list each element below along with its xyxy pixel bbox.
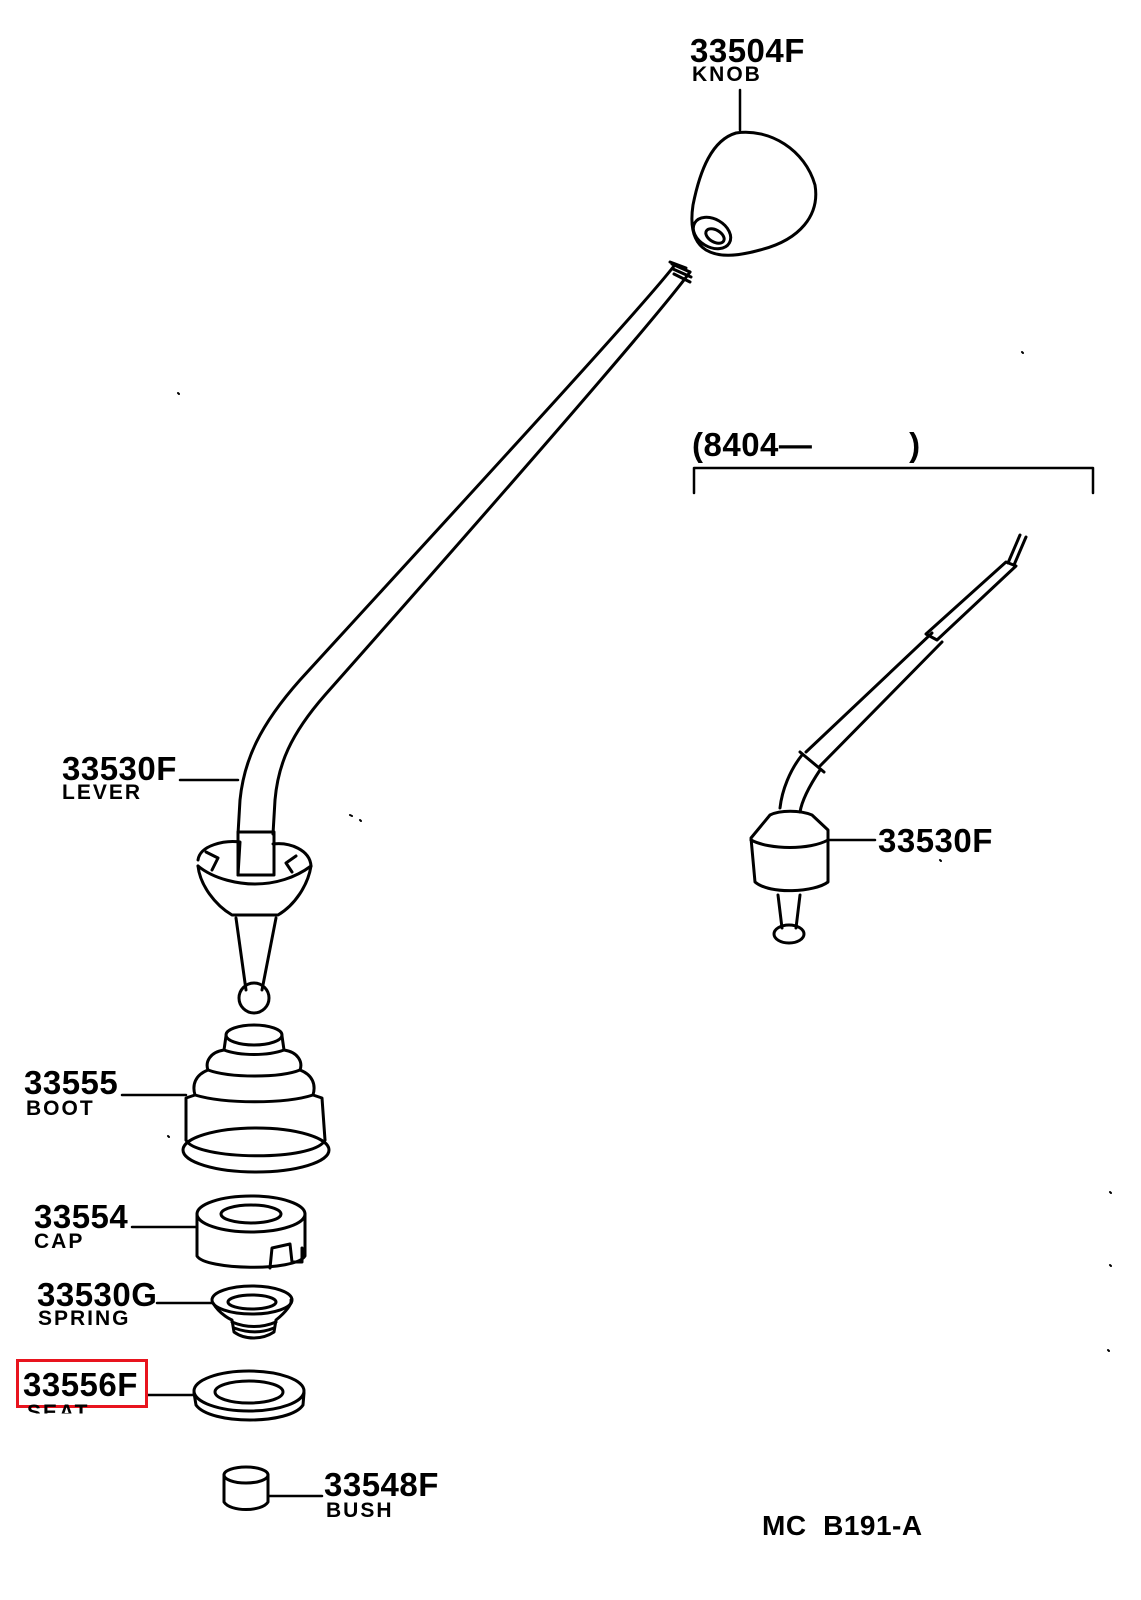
cap-part-name: CAP [34,1230,85,1253]
variant-range-label: (8404— ) [692,426,921,463]
bush-part-name: BUSH [326,1499,394,1522]
spring-part[interactable] [210,1284,294,1340]
lever-variant-part-number[interactable]: 33530F [878,822,993,859]
bush-part[interactable] [222,1465,270,1511]
seat-part-number[interactable]: 33556F [23,1366,138,1403]
seat-part[interactable] [192,1369,306,1422]
diagram-code: MC B191-A [762,1510,923,1541]
lever-variant-part[interactable] [749,533,1028,945]
leader-lines [120,88,877,1498]
seat-part-name: SEAT [27,1401,90,1424]
lever-part-name: LEVER [62,781,143,804]
spring-part-number[interactable]: 33530G [37,1276,158,1313]
highlight-box [16,1359,148,1408]
knob-part-name: KNOB [692,63,762,86]
cap-part[interactable] [195,1194,307,1270]
spring-part-name: SPRING [38,1307,131,1330]
boot-part-name: BOOT [26,1097,95,1120]
variant-bracket [692,466,1095,495]
lever-part-number[interactable]: 33530F [62,750,177,787]
lever-part[interactable] [196,260,693,1015]
scan-speckles [167,351,1112,1352]
boot-part[interactable] [181,1023,331,1174]
knob-part-number[interactable]: 33504F [690,32,805,69]
cap-part-number[interactable]: 33554 [34,1198,129,1235]
bush-part-number[interactable]: 33548F [324,1466,439,1503]
boot-part-number[interactable]: 33555 [24,1064,119,1101]
knob-part[interactable] [688,130,818,257]
